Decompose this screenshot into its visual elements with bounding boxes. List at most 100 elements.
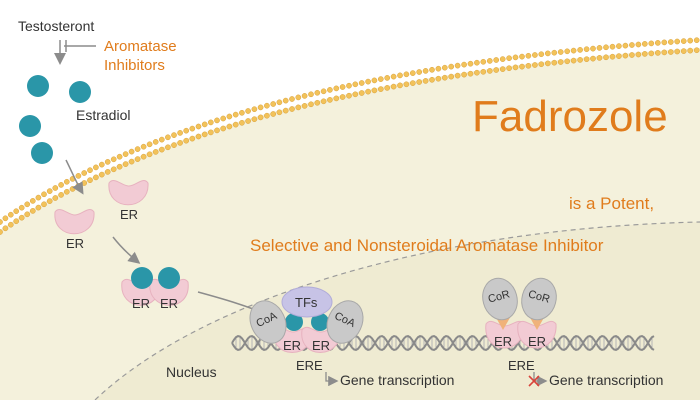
ere-label: ERE (296, 358, 323, 373)
membrane-bead (29, 198, 36, 204)
membrane-bead (320, 88, 327, 95)
membrane-bead (693, 37, 700, 44)
membrane-bead (220, 115, 227, 122)
nucleus-label: Nucleus (166, 364, 217, 380)
membrane-bead (512, 64, 519, 71)
membrane-bead (609, 43, 616, 50)
membrane-bead (52, 195, 59, 201)
membrane-bead (183, 137, 190, 144)
membrane-bead (693, 47, 700, 54)
membrane-bead (289, 106, 295, 112)
membrane-bead (596, 55, 603, 61)
membrane-bead (327, 97, 333, 103)
membrane-bead (0, 219, 3, 225)
corepressor (521, 277, 557, 321)
membrane-bead (301, 103, 308, 109)
membrane-bead (110, 166, 117, 173)
membrane-bead (46, 188, 53, 194)
membrane-bead (346, 92, 352, 99)
membrane-bead (603, 54, 609, 61)
membrane-bead (590, 45, 596, 52)
membrane-bead (2, 215, 9, 222)
membrane-bead (486, 58, 493, 64)
membrane-bead (189, 125, 196, 132)
membrane-bead (58, 182, 64, 188)
membrane-bead (577, 47, 583, 53)
membrane-bead (314, 89, 321, 96)
membrane-bead (654, 50, 661, 56)
membrane-bead (134, 156, 141, 162)
membrane-bead (257, 104, 264, 111)
membrane-bead (201, 131, 208, 138)
membrane-bead (422, 78, 429, 84)
aromatase-inhibitors-label-line2: Inhibitors (104, 57, 165, 74)
membrane-bead (158, 136, 165, 143)
membrane-bead (390, 83, 397, 90)
membrane-bead (122, 161, 129, 167)
membrane-bead (519, 53, 525, 60)
membrane-bead (134, 146, 141, 152)
membrane-bead (635, 51, 642, 58)
er-label: ER (120, 207, 139, 222)
membrane-bead (667, 39, 674, 45)
membrane-bead (146, 151, 153, 158)
membrane-bead (557, 49, 564, 55)
membrane-bead (128, 148, 135, 155)
membrane-bead (358, 90, 365, 96)
membrane-bead (214, 127, 220, 134)
membrane-bead (276, 99, 283, 106)
membrane-bead (257, 114, 264, 121)
membrane-bead (165, 134, 171, 141)
membrane-bead (295, 94, 302, 101)
membrane-bead (674, 48, 681, 55)
membrane-bead (245, 118, 251, 124)
membrane-bead (339, 84, 346, 90)
membrane-bead (454, 62, 461, 69)
membrane-bead (158, 146, 165, 153)
estradiol-molecules (19, 75, 91, 164)
membrane-bead (384, 75, 391, 81)
membrane-bead (152, 149, 159, 155)
membrane-bead (397, 82, 403, 89)
membrane-bead (116, 153, 123, 160)
membrane-bead (152, 139, 159, 145)
membrane-bead (525, 52, 532, 59)
tfs-label: TFs (295, 295, 318, 310)
membrane-bead (680, 38, 687, 44)
membrane-bead (171, 132, 177, 138)
membrane-bead (207, 129, 214, 136)
membrane-bead (467, 70, 474, 77)
membrane-bead (403, 81, 410, 88)
membrane-bead (116, 163, 123, 170)
membrane-bead (13, 208, 20, 215)
membrane-bead (29, 208, 36, 214)
membrane-bead (165, 144, 171, 151)
membrane-bead (346, 82, 352, 89)
membrane-bead (590, 55, 596, 62)
active-er-complex (249, 286, 364, 353)
membrane-bead (128, 158, 135, 165)
membrane-bead (171, 142, 177, 148)
membrane-bead (295, 104, 302, 111)
membrane-bead (189, 135, 196, 142)
membrane-bead (648, 40, 655, 47)
membrane-bead (648, 50, 655, 57)
gene-transcription-label: Gene transcription (340, 372, 455, 388)
membrane-bead (629, 52, 635, 58)
membrane-bead (289, 96, 295, 102)
membrane-bead (635, 41, 642, 48)
estradiol-label: Estradiol (76, 107, 131, 123)
membrane-bead (2, 225, 9, 232)
er-label: ER (283, 338, 302, 353)
membrane-bead (24, 201, 31, 208)
er-label: ER (132, 296, 151, 311)
estradiol-molecule (31, 142, 53, 164)
membrane-bead (397, 72, 403, 79)
membrane-bead (583, 56, 590, 63)
er-label: ER (312, 338, 331, 353)
membrane-bead (63, 178, 70, 185)
transcription-arrow (325, 372, 339, 387)
membrane-bead (448, 73, 455, 80)
membrane-bead (429, 76, 435, 83)
